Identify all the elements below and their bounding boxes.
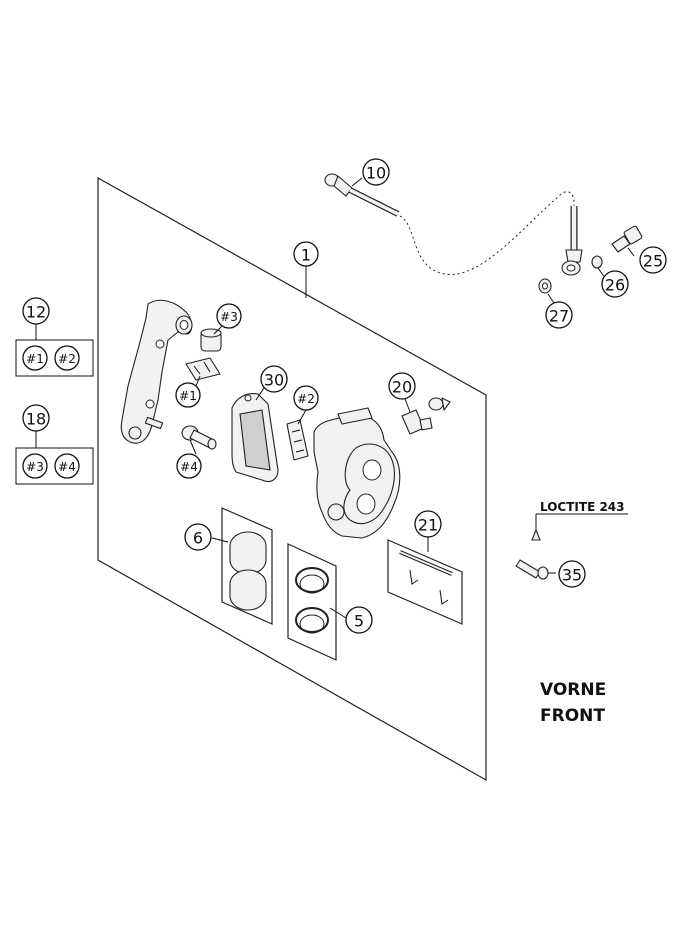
pad-spring <box>286 419 309 461</box>
callout-12-label: 12 <box>26 303 46 322</box>
pad-clip <box>185 357 221 381</box>
piston-panel <box>221 507 273 625</box>
callout-27: 27 <box>545 301 573 329</box>
callout-20-label: 20 <box>392 378 412 397</box>
ref-4: #4 <box>176 453 202 479</box>
callout-25-label: 25 <box>643 252 663 271</box>
box18-ref-3: #3 <box>22 453 48 479</box>
callout-20: 20 <box>388 372 416 400</box>
ref-1-label: #1 <box>179 389 197 403</box>
banjo-bolt <box>611 225 643 253</box>
box12-ref-2: #2 <box>54 345 80 371</box>
seal-kit-panel <box>287 543 337 661</box>
pin-kit-panel <box>387 539 463 625</box>
callout-5: 5 <box>345 606 373 634</box>
svg-text:#3: #3 <box>26 460 44 474</box>
callout-1: 1 <box>293 241 319 267</box>
callout-5-label: 5 <box>354 612 364 631</box>
callout-1-label: 1 <box>301 246 311 265</box>
brake-hose <box>324 173 583 276</box>
callout-21: 21 <box>414 510 442 538</box>
guide-pin <box>181 425 217 450</box>
box18-ref-4: #4 <box>54 453 80 479</box>
rubber-boot <box>200 328 222 352</box>
front-label: FRONT <box>540 706 605 726</box>
callout-30: 30 <box>260 365 288 393</box>
callout-26: 26 <box>601 270 629 298</box>
callout-25: 25 <box>639 246 667 274</box>
svg-text:#2: #2 <box>58 352 76 366</box>
caliper-bracket <box>120 299 193 444</box>
assembly-panel <box>97 176 487 782</box>
ref-4-label: #4 <box>180 460 198 474</box>
ref-3: #3 <box>216 303 242 329</box>
box12-ref-1: #1 <box>22 345 48 371</box>
callout-27-label: 27 <box>549 307 569 326</box>
loctite-label: LOCTITE 243 <box>540 500 625 514</box>
callout-10: 10 <box>362 158 390 186</box>
brake-pad <box>231 393 279 483</box>
callout-30-label: 30 <box>264 371 284 390</box>
callout-18-label: 18 <box>26 410 46 429</box>
callout-6: 6 <box>184 523 212 551</box>
callout-6-label: 6 <box>193 529 203 548</box>
callout-35: 35 <box>558 560 586 588</box>
callout-35-label: 35 <box>562 566 582 585</box>
bolt-35 <box>515 529 549 580</box>
vorne-label: VORNE <box>540 680 606 700</box>
caliper-body <box>313 407 401 539</box>
ref-1: #1 <box>175 382 201 408</box>
callout-26-label: 26 <box>605 276 625 295</box>
ref-2: #2 <box>293 385 319 411</box>
seal-washer <box>591 255 603 269</box>
callout-10-label: 10 <box>366 164 386 183</box>
svg-text:#4: #4 <box>58 460 76 474</box>
ref-2-label: #2 <box>297 392 315 406</box>
bleeder-valve <box>401 397 451 435</box>
callout-18: 18 <box>22 404 50 432</box>
ref-3-label: #3 <box>220 310 238 324</box>
callout-12: 12 <box>22 297 50 325</box>
callout-21-label: 21 <box>418 516 438 535</box>
svg-text:#1: #1 <box>26 352 44 366</box>
